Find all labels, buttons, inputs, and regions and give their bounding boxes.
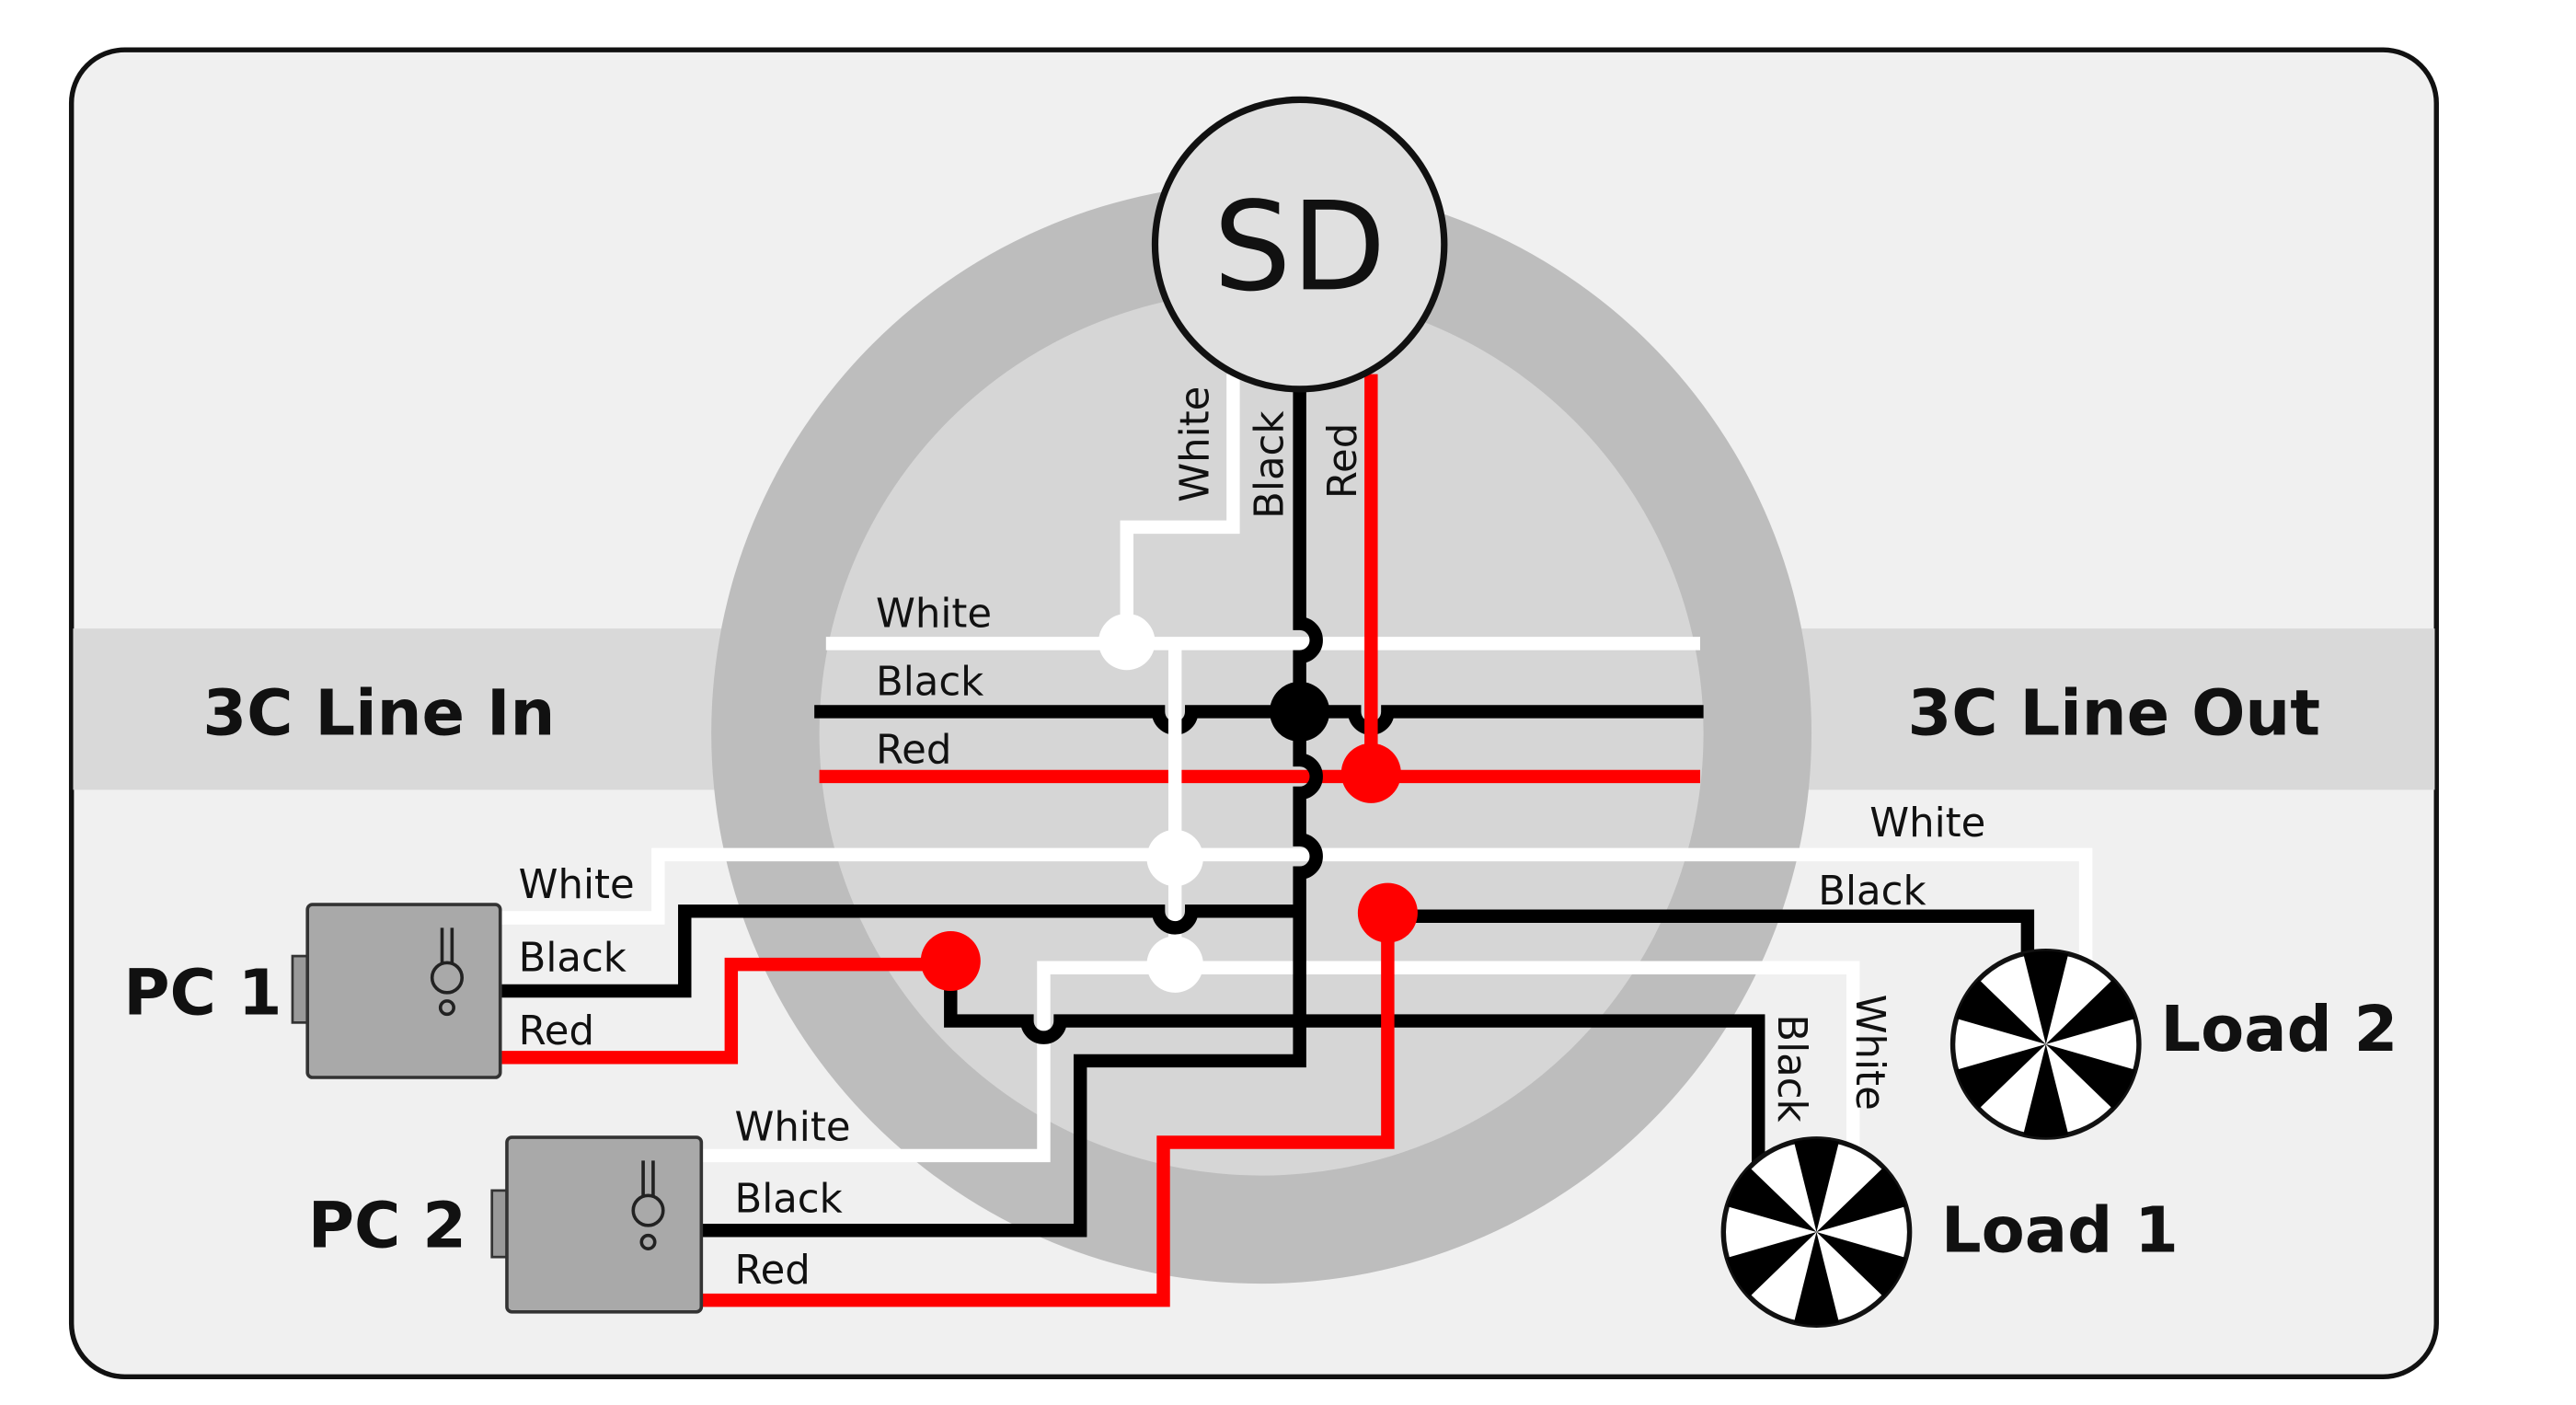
junction-dot bbox=[1146, 936, 1203, 993]
load2-black-label: Black bbox=[1818, 869, 1926, 915]
fan-blade bbox=[2045, 979, 2135, 1044]
pc2-label: PC 2 bbox=[308, 1189, 466, 1262]
load1-black-wire bbox=[944, 961, 1765, 1164]
fan-blade bbox=[1793, 1138, 1839, 1233]
load2-fan-icon bbox=[1949, 948, 2142, 1140]
pc1-red-wire bbox=[501, 957, 951, 1065]
junction-dot bbox=[1340, 743, 1401, 803]
sd-device bbox=[1151, 96, 1448, 393]
junction-dot bbox=[1357, 882, 1418, 943]
fan-blade bbox=[1956, 1043, 2046, 1110]
fan-blade bbox=[1816, 1167, 1906, 1233]
pc1-device bbox=[291, 903, 502, 1079]
pc2-white-wire bbox=[701, 961, 1176, 1163]
fan-blade bbox=[1793, 1232, 1839, 1326]
pc1-red-label: Red bbox=[519, 1008, 594, 1054]
pc1-black-wire bbox=[501, 904, 1300, 998]
load1-label: Load 1 bbox=[1941, 1194, 2179, 1268]
sd-label: SD bbox=[1213, 175, 1386, 318]
fan-blade bbox=[2023, 1043, 2069, 1138]
fan-blade bbox=[1816, 1232, 1906, 1297]
pc2-red-wire bbox=[701, 913, 1395, 1307]
sd-red-label: Red bbox=[1320, 423, 1366, 499]
fan-blade bbox=[1727, 1167, 1817, 1233]
pc2-white-label: White bbox=[734, 1105, 850, 1151]
load2-white-label: White bbox=[1869, 800, 1985, 846]
inner-disc bbox=[819, 291, 1704, 1176]
fan-blade bbox=[1956, 979, 2046, 1044]
pc1-black-label: Black bbox=[519, 935, 627, 981]
pc1-white-wire bbox=[501, 847, 2093, 998]
pc2-red-label: Red bbox=[734, 1248, 810, 1294]
junction-dot bbox=[1270, 681, 1330, 742]
load1-white-label: White bbox=[1846, 995, 1892, 1111]
line-out-label: 3C Line Out bbox=[1908, 677, 2321, 751]
load1-black-label: Black bbox=[1768, 1014, 1814, 1122]
sd-black-label: Black bbox=[1248, 410, 1294, 518]
sd-white-wire bbox=[1120, 374, 1240, 644]
pc2-black-label: Black bbox=[734, 1176, 842, 1222]
pc2-black-wire bbox=[701, 386, 1323, 1238]
pc1-label: PC 1 bbox=[123, 956, 282, 1030]
load1-white-wire bbox=[1175, 961, 1860, 1156]
pc1-white-label: White bbox=[519, 862, 635, 908]
junction-dot bbox=[920, 930, 981, 992]
fan-blade bbox=[2023, 950, 2069, 1044]
load2-label: Load 2 bbox=[2160, 993, 2398, 1066]
fan-blade bbox=[2045, 1043, 2135, 1110]
bus-white-label: White bbox=[876, 591, 992, 637]
bus-black-label: Black bbox=[876, 659, 983, 705]
fan-blade bbox=[1727, 1232, 1817, 1297]
junction-dot bbox=[1146, 829, 1203, 887]
pc2-device bbox=[490, 1135, 704, 1314]
sd-white-label: White bbox=[1172, 386, 1218, 502]
bus-red-label: Red bbox=[876, 727, 951, 773]
junction-dot bbox=[1098, 613, 1156, 671]
load1-fan-icon bbox=[1720, 1136, 1913, 1328]
line-in-label: 3C Line In bbox=[202, 677, 555, 751]
